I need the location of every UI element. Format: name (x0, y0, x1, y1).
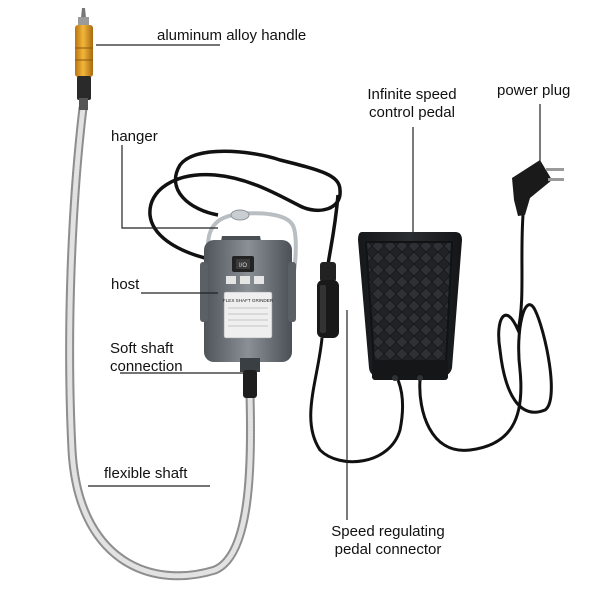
hanger-leader (121, 145, 218, 229)
motor-host (200, 236, 296, 398)
leader-lines (88, 44, 541, 520)
handpiece (75, 8, 93, 110)
label-speed-pedal-line1: Infinite speed (367, 86, 457, 103)
panel-title: FLEX SHAFT GRINDER (223, 298, 274, 303)
label-speed-pedal: Infinite speed control pedal (352, 86, 472, 122)
label-speed-pedal-line2: control pedal (369, 104, 455, 121)
label-flexible-shaft: flexible shaft (104, 465, 188, 482)
label-pedal-connector: Speed regulating pedal connector (318, 523, 458, 559)
label-hanger: hanger (111, 128, 158, 145)
switch-label: I/O (239, 263, 247, 269)
motor-cable (148, 149, 342, 266)
label-pedal-connector-line2: pedal connector (334, 541, 442, 558)
label-power-plug: power plug (497, 82, 571, 99)
label-soft-shaft-line2: connection (110, 358, 183, 375)
label-soft-shaft-line1: Soft shaft (110, 340, 174, 357)
foot-pedal (358, 232, 462, 381)
power-cable (418, 214, 553, 452)
label-pedal-connector-line1: Speed regulating (331, 523, 445, 540)
pedal-connector (309, 262, 405, 464)
label-aluminum-handle: aluminum alloy handle (157, 27, 307, 44)
label-soft-shaft: Soft shaft connection (110, 340, 183, 376)
flexible-shaft (65, 103, 256, 581)
power-plug (512, 160, 564, 216)
label-host: host (111, 276, 140, 293)
hanger-bracket (206, 209, 298, 279)
